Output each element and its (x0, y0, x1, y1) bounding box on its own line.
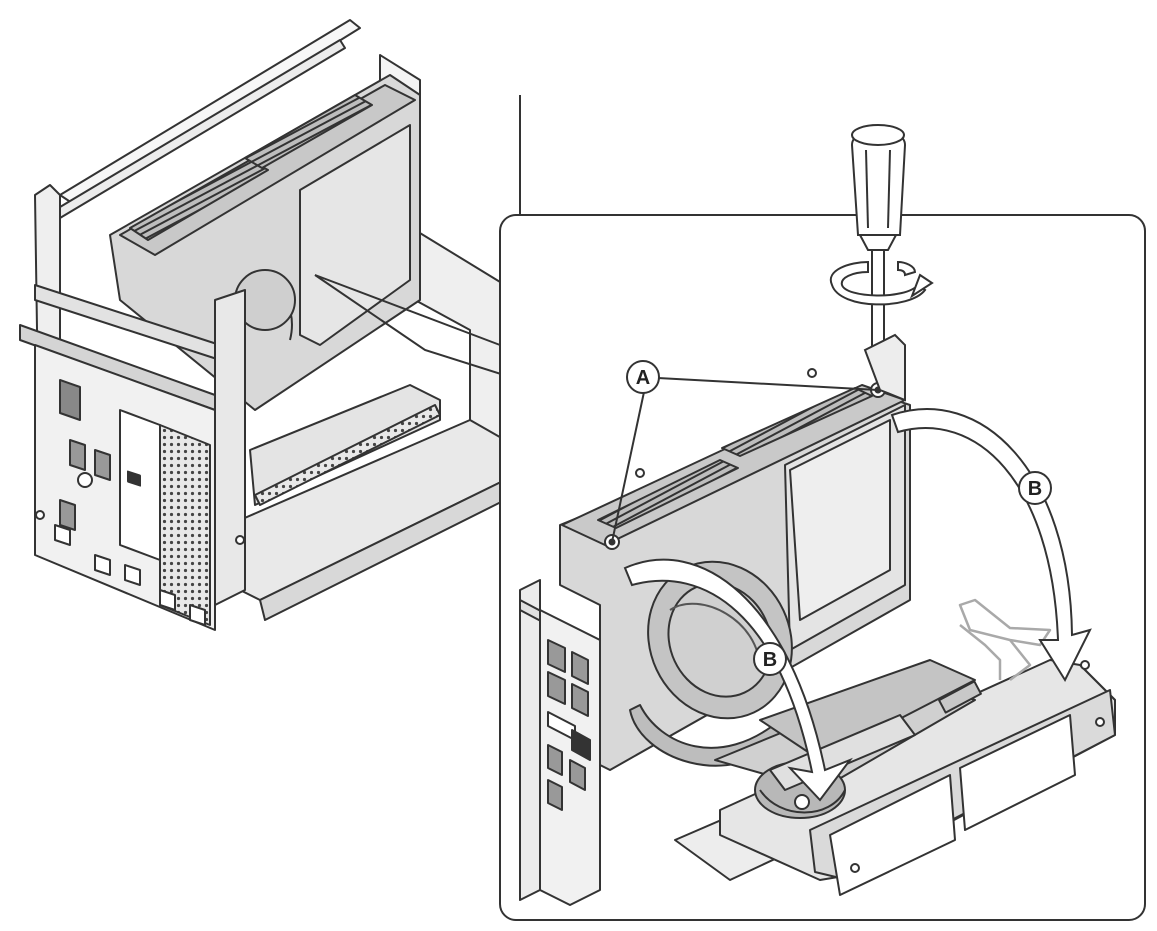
svg-text:B: B (763, 649, 777, 671)
rear-io-panel (19, 184, 246, 631)
callout-b-right: B (1018, 471, 1052, 505)
callout-b-left: B (753, 642, 787, 676)
svg-text:B: B (1028, 478, 1042, 500)
rotate-arrow-icon (829, 260, 934, 306)
svg-text:A: A (636, 367, 650, 389)
callout-leader-lines (611, 377, 879, 543)
callout-a: A (626, 360, 660, 394)
zoom-indicator (314, 95, 521, 381)
installed-graphics-card (109, 74, 421, 411)
retention-clip-outline (958, 598, 1052, 681)
screwdriver-icon (850, 124, 907, 383)
card-retention-bracket (863, 333, 906, 402)
rotate-down-arrow-left (623, 558, 853, 802)
rotate-down-arrow-right (890, 408, 1092, 683)
graphics-card (519, 368, 911, 906)
gpu-mounting-bracket (674, 659, 1116, 896)
